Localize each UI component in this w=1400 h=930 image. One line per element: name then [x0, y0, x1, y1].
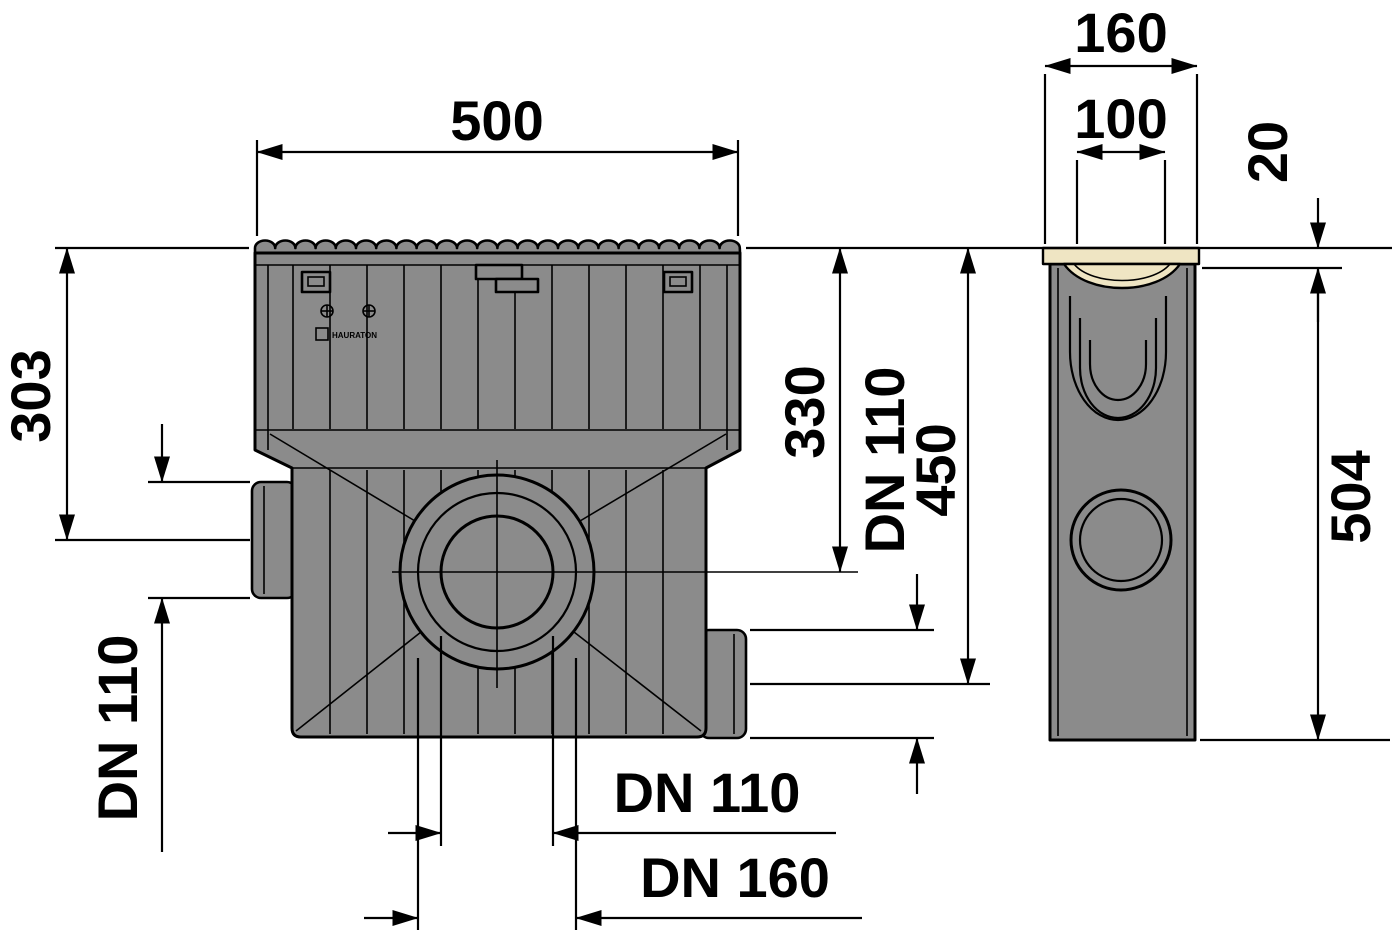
- side-view: [1041, 246, 1201, 742]
- dimension-lines: [55, 58, 1392, 930]
- grate-handle-center: [474, 263, 540, 294]
- trap-profile-arcs: [1068, 296, 1168, 422]
- dim-inlet-dn: DN 110: [86, 635, 149, 822]
- brand-logo-text: HAURATON: [332, 331, 377, 340]
- cover-dome: [1062, 262, 1182, 290]
- screw-icon: [320, 304, 334, 318]
- dim-cover-thickness: 20: [1236, 121, 1299, 183]
- dim-side-outer-width: 160: [1074, 1, 1167, 64]
- grate-lock-left: [300, 270, 332, 294]
- dim-bottom-dn110: DN 110: [614, 761, 801, 824]
- dim-bottom-dn160: DN 160: [640, 846, 830, 909]
- dim-front-width: 500: [450, 89, 543, 152]
- dimension-labels: 500 303 DN 110 330 DN 110 450 DN 110 DN …: [0, 1, 1382, 909]
- cover-dome-inner: [1073, 263, 1171, 282]
- cover-flange: [1041, 246, 1201, 266]
- brand-logo: HAURATON: [315, 327, 377, 341]
- dim-total-height: 504: [1319, 450, 1382, 543]
- grating-edge: [253, 239, 742, 255]
- front-view: HAURATON: [250, 239, 748, 740]
- dim-side-inner-width: 100: [1074, 87, 1167, 150]
- dim-side-outlet-dn: DN 110: [853, 367, 916, 554]
- grate-lock-right: [662, 270, 694, 294]
- inlet-stub-left: [250, 480, 298, 600]
- dim-inlet-height: 303: [0, 349, 62, 442]
- dim-total-depth: 450: [904, 423, 967, 516]
- screw-icon: [362, 304, 376, 318]
- side-outlet: [1069, 488, 1173, 592]
- dim-outlet-center-depth: 330: [773, 365, 836, 458]
